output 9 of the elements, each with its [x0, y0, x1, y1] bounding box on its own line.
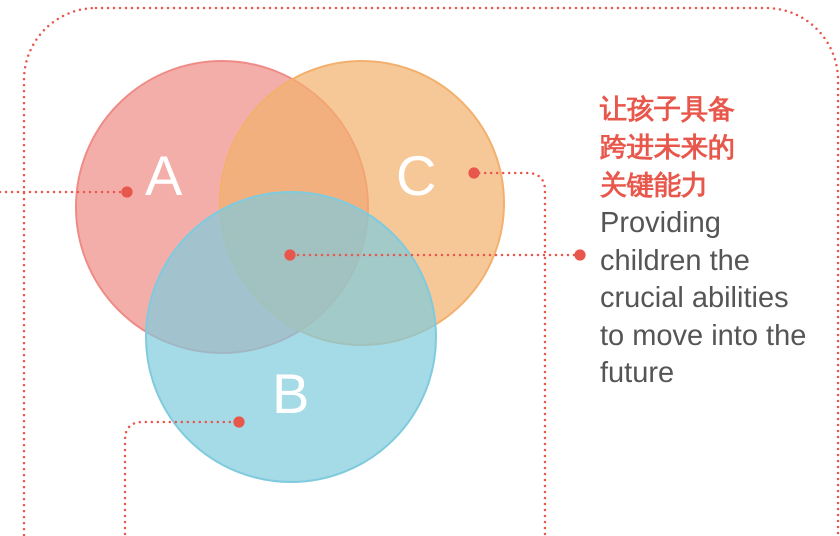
leader-line — [284, 249, 586, 261]
description-text: Providing children the crucial abilities to move into the future — [600, 206, 808, 391]
circle-letter: C — [396, 148, 436, 204]
circle-letter: A — [145, 148, 182, 204]
leader-line — [124, 416, 245, 536]
leader-line — [0, 186, 133, 198]
heading: 让孩子具备跨进未来的关键能力 — [600, 93, 736, 203]
leader-line — [468, 167, 546, 536]
circle-letter: B — [272, 366, 310, 422]
